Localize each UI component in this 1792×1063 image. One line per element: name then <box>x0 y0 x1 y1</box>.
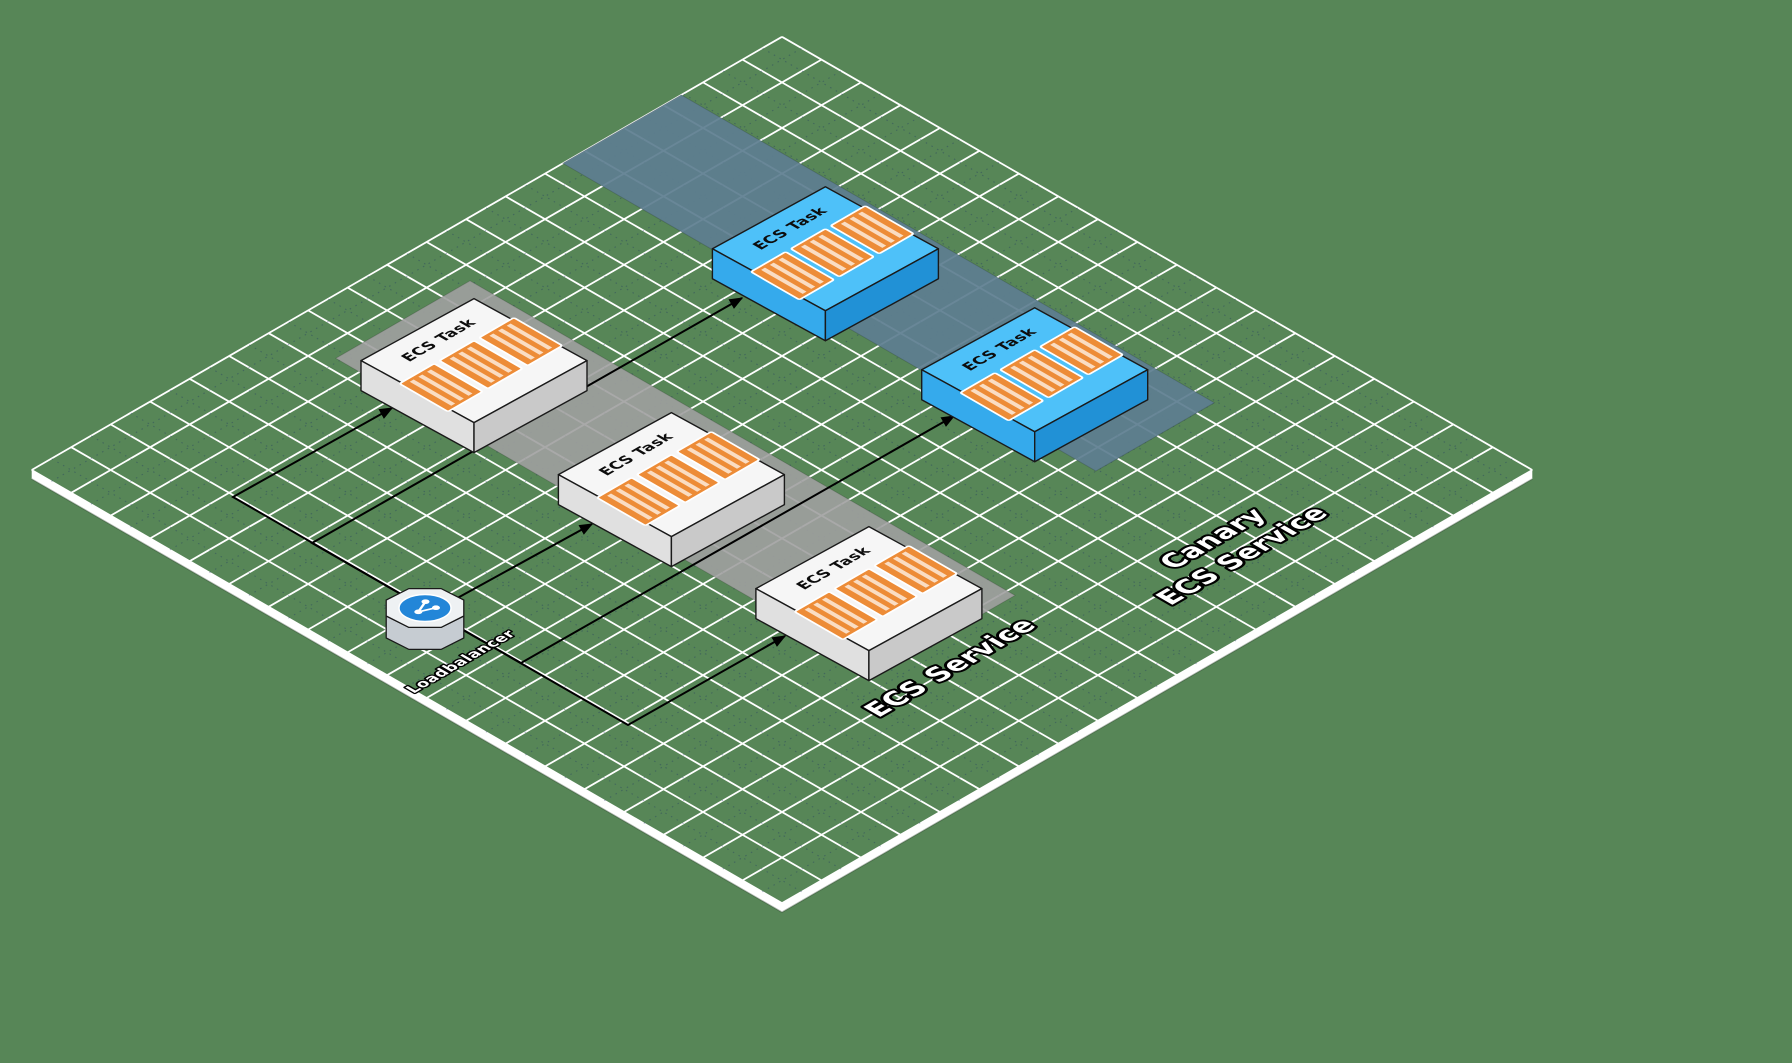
connection-canary-ecs-task-1 <box>309 297 744 613</box>
container-ridges <box>844 574 908 611</box>
share-icon-node <box>414 609 423 615</box>
container-ridges <box>800 234 864 271</box>
subgrid-line <box>722 70 1474 505</box>
grid-line <box>702 81 1454 517</box>
subgrid-line <box>446 230 1197 665</box>
task-right-face <box>1033 369 1149 463</box>
container-ridges <box>646 460 710 497</box>
task-right-face <box>670 473 786 568</box>
subgrid-line <box>90 435 842 870</box>
subgrid-line <box>485 207 1237 642</box>
grid-line <box>70 446 822 882</box>
share-icon <box>414 599 440 615</box>
grid-line <box>702 423 1454 859</box>
subgrid-line <box>683 412 1434 847</box>
subgrid-line <box>761 47 1513 482</box>
grid-line <box>781 469 1533 904</box>
subgrid-line <box>525 184 1276 619</box>
subgrid-line <box>51 458 803 893</box>
container-icons <box>399 317 563 412</box>
task-right-face <box>473 359 588 454</box>
grid-line <box>505 195 1257 631</box>
container-ridges <box>489 323 553 360</box>
subgrid-line <box>683 93 1434 528</box>
grid-line <box>465 218 1217 654</box>
grid-line <box>31 469 783 904</box>
task-right-face <box>868 587 983 682</box>
share-icon-node <box>431 605 440 611</box>
container-ridges <box>884 551 948 588</box>
load-balancer-circle <box>398 593 452 623</box>
grid-line <box>742 58 1494 494</box>
container-ridges <box>804 597 868 634</box>
container-ridges <box>449 346 513 383</box>
ecs-task-2: ECS Task <box>557 411 786 568</box>
grid-line <box>742 446 1494 882</box>
share-icon-node <box>421 599 430 605</box>
platform-edge-shadow <box>31 478 1533 914</box>
grid-line <box>426 241 1178 676</box>
container-icons <box>794 545 958 640</box>
container-ridges <box>686 437 750 474</box>
container-ridges <box>1010 355 1074 392</box>
container-icons <box>596 431 760 526</box>
ecs-task-3: ECS Task <box>755 525 983 682</box>
grid-line <box>663 400 1415 836</box>
container-ridges <box>607 483 670 520</box>
container-ridges <box>409 369 473 406</box>
container-ridges <box>840 211 904 248</box>
container-ridges <box>1050 332 1113 369</box>
container-icons <box>960 326 1124 421</box>
subgrid-line <box>604 366 1355 802</box>
grid-line <box>544 172 1296 608</box>
subgrid-line <box>722 435 1474 870</box>
container-ridges <box>761 257 824 294</box>
subgrid-line <box>761 458 1513 893</box>
subgrid-line <box>248 344 1000 779</box>
container-icons <box>750 205 914 300</box>
task-right-face <box>824 248 940 342</box>
subgrid-line <box>564 344 1316 779</box>
canary-ecs-task-2: ECS Task <box>920 307 1149 463</box>
ecs-task-1: ECS Task <box>360 297 588 454</box>
container-ridges <box>970 378 1034 415</box>
subgrid-line <box>643 389 1395 824</box>
grid-line <box>781 36 1533 471</box>
load-balancer <box>385 587 465 651</box>
